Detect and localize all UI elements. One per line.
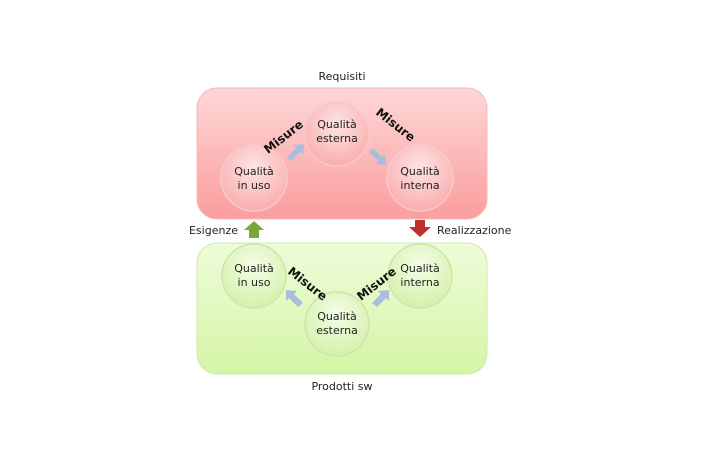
top-group-title: Requisiti (318, 70, 365, 83)
svg-text:esterna: esterna (316, 324, 358, 337)
svg-text:Qualità: Qualità (317, 118, 357, 131)
svg-text:Qualità: Qualità (234, 262, 274, 275)
node-bot-esterna: Qualità esterna (304, 291, 370, 357)
flow-arrow-icon (286, 290, 303, 307)
svg-text:Qualità: Qualità (317, 310, 357, 323)
node-top-esterna: Qualità esterna (304, 101, 370, 167)
node-top-in-uso: Qualità in uso (220, 144, 288, 212)
down-arrow-icon (409, 220, 431, 237)
svg-text:in uso: in uso (238, 179, 271, 192)
svg-text:Qualità: Qualità (234, 165, 274, 178)
node-bot-interna: Qualità interna (387, 243, 453, 309)
up-arrow-icon (244, 221, 264, 238)
right-connector-label: Realizzazione (437, 224, 512, 237)
flow-arrow-icon (372, 290, 389, 307)
svg-text:interna: interna (400, 276, 439, 289)
left-connector-label: Esigenze (189, 224, 238, 237)
svg-text:esterna: esterna (316, 132, 358, 145)
svg-text:Qualità: Qualità (400, 262, 440, 275)
svg-text:interna: interna (400, 179, 439, 192)
flow-arrow-icon (369, 148, 386, 165)
node-bot-in-uso: Qualità in uso (221, 243, 287, 309)
flow-arrow-icon (287, 144, 304, 161)
bottom-group-title: Prodotti sw (311, 380, 372, 393)
node-top-interna: Qualità interna (386, 144, 454, 212)
svg-text:Qualità: Qualità (400, 165, 440, 178)
svg-text:in uso: in uso (238, 276, 271, 289)
